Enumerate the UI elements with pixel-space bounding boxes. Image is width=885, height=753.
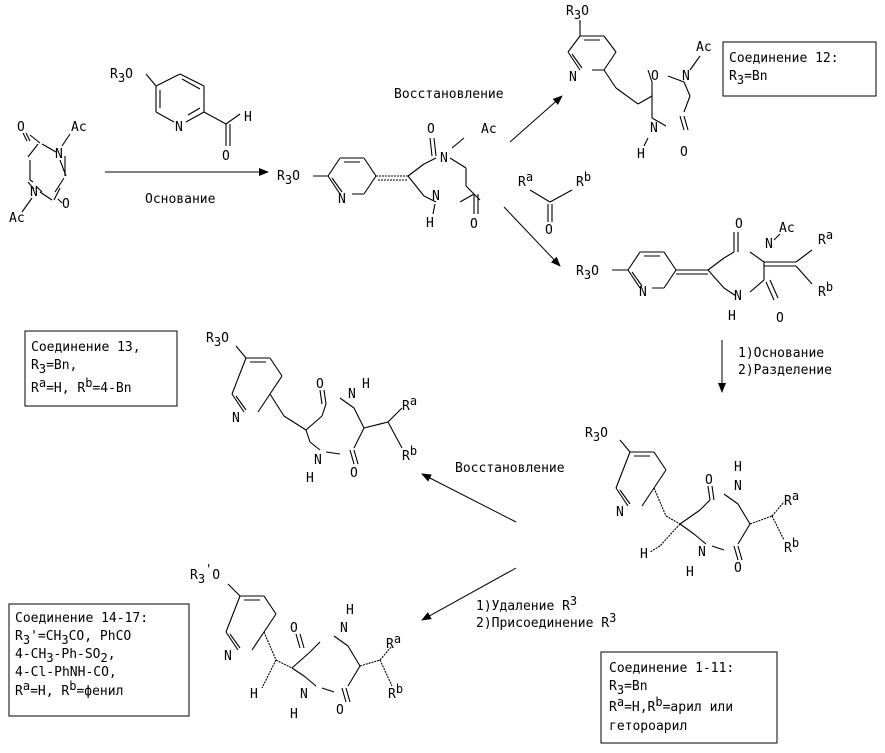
step-separation-label: 2)Разделение <box>738 363 832 378</box>
atom-h: H <box>250 687 258 702</box>
pyridine-aldehyde: R3O N H O <box>110 67 252 164</box>
compound-1-11-heteroaryl: гетороарил <box>609 719 687 734</box>
atom-h: H <box>734 460 742 475</box>
step-deprotect-label: 1)Удаление R3 <box>476 594 577 614</box>
atom-n: N <box>432 189 440 204</box>
atom-h: H <box>640 547 648 562</box>
compound-1-11-title: Соединение 1-11: <box>609 661 734 676</box>
atom-ac: Ac <box>779 221 795 236</box>
atom-o: O <box>734 561 742 576</box>
compound-13-title: Соединение 13, <box>31 340 141 355</box>
atom-n: N <box>348 387 356 402</box>
compound-14-17-box: Соединение 14-17: R3'=CH3CO, PhCO 4-CH3-… <box>9 604 189 716</box>
atom-n: N <box>698 545 706 560</box>
atom-n: N <box>639 285 647 300</box>
compound-13-box: Соединение 13, R3=Bn, Ra=H, Rb=4-Bn <box>25 331 177 406</box>
atom-h: H <box>426 216 434 231</box>
compound-12-structure: R3O N O N Ac N H O <box>566 4 712 162</box>
atom-rb: Rb <box>818 280 833 300</box>
atom-n: N <box>175 120 183 135</box>
ketone-reagent: Ra Rb O <box>518 170 591 238</box>
atom-rb: Rb <box>402 444 417 464</box>
atom-n: N <box>338 192 346 207</box>
atom-n: N <box>232 411 240 426</box>
atom-n: N <box>300 687 308 702</box>
atom-r3o: R3O <box>566 4 589 22</box>
atom-o: O <box>222 149 230 164</box>
atom-o: O <box>545 223 553 238</box>
atom-ra: Ra <box>402 394 417 414</box>
atom-n: N <box>55 147 63 162</box>
atom-n: N <box>616 505 624 520</box>
atom-o: O <box>336 703 344 718</box>
compound-14-17-carbamoyl: 4-Cl-PhNH-CO, <box>15 665 117 680</box>
atom-ac: Ac <box>696 40 712 55</box>
atom-ra: Ra <box>518 170 533 190</box>
atom-r3o: R3O <box>206 331 229 349</box>
atom-o: O <box>680 145 688 160</box>
atom-r3o: R3O <box>576 264 599 282</box>
atom-r3o: R3O <box>277 169 300 187</box>
atom-n: N <box>682 69 690 84</box>
atom-h: H <box>686 565 694 580</box>
compound-13-structure: R3O N O N H Ra Rb N H O <box>206 331 417 486</box>
compound-12-title: Соединение 12: <box>729 51 839 66</box>
atom-n: N <box>440 151 448 166</box>
atom-n: N <box>650 121 658 136</box>
atom-rb: Rb <box>576 170 591 190</box>
atom-h: H <box>637 147 645 162</box>
atom-h: H <box>346 603 354 618</box>
atom-n: N <box>340 621 348 636</box>
compound-14-17-title: Соединение 14-17: <box>15 611 148 626</box>
atom-ac: Ac <box>481 122 497 137</box>
atom-rb: Rb <box>388 682 403 702</box>
reagent-base-label: Основание <box>145 192 216 207</box>
atom-n: N <box>734 479 742 494</box>
atom-rb: Rb <box>784 536 799 556</box>
compound-14-17-structure: R3'O N H O N H Ra Rb N H O <box>190 562 403 722</box>
atom-o: O <box>470 217 478 232</box>
reagent-reduction-label-2: Восстановление <box>455 461 565 476</box>
atom-n: N <box>734 289 742 304</box>
atom-n: N <box>314 453 322 468</box>
atom-h: H <box>728 309 736 324</box>
atom-h: H <box>244 110 252 125</box>
arrow-reduction-top <box>510 96 562 142</box>
atom-o: O <box>350 466 358 481</box>
atom-ac: Ac <box>71 120 87 135</box>
diacetyl-diketopiperazine: Ac N O N Ac O <box>9 120 87 226</box>
atom-o: O <box>316 377 324 392</box>
reduced-product-structure: R3O N H O N H Ra Rb N H O <box>585 426 799 580</box>
atom-n: N <box>569 70 577 85</box>
atom-n: N <box>30 185 38 200</box>
atom-o: O <box>17 120 25 135</box>
atom-n: N <box>224 649 232 664</box>
atom-ra: Ra <box>784 489 799 509</box>
atom-r3o: R3O <box>585 426 608 444</box>
arrow-reduction-left <box>422 474 516 522</box>
atom-o: O <box>62 197 70 212</box>
step-base-label: 1)Основание <box>738 346 824 361</box>
compound-1-11-box: Соединение 1-11: R3=Bn Ra=H,Rb=арил или … <box>601 652 777 743</box>
atom-ac: Ac <box>9 211 25 226</box>
reagent-reduction-label: Восстановление <box>394 87 504 102</box>
atom-r3: R3O <box>110 67 133 85</box>
atom-o: O <box>290 621 298 636</box>
atom-o: O <box>427 122 435 137</box>
atom-ra: Ra <box>386 632 401 652</box>
atom-ra: Ra <box>818 228 833 248</box>
arylidene-intermediate: R3O N O N Ac N H O <box>277 122 497 232</box>
atom-h: H <box>362 377 370 392</box>
atom-r3o: R3'O <box>190 562 220 586</box>
bis-arylidene-structure: R3O N O N Ac Ra Rb N H O <box>576 217 833 326</box>
step-reprotect-label: 2)Присоединение R3 <box>476 611 616 631</box>
atom-o: O <box>735 217 743 232</box>
atom-h: H <box>290 707 298 722</box>
atom-o: O <box>776 311 784 326</box>
atom-n: N <box>765 237 773 252</box>
compound-12-box: Соединение 12: R3=Bn <box>723 42 876 96</box>
atom-h: H <box>306 471 314 486</box>
atom-o: O <box>705 473 713 488</box>
